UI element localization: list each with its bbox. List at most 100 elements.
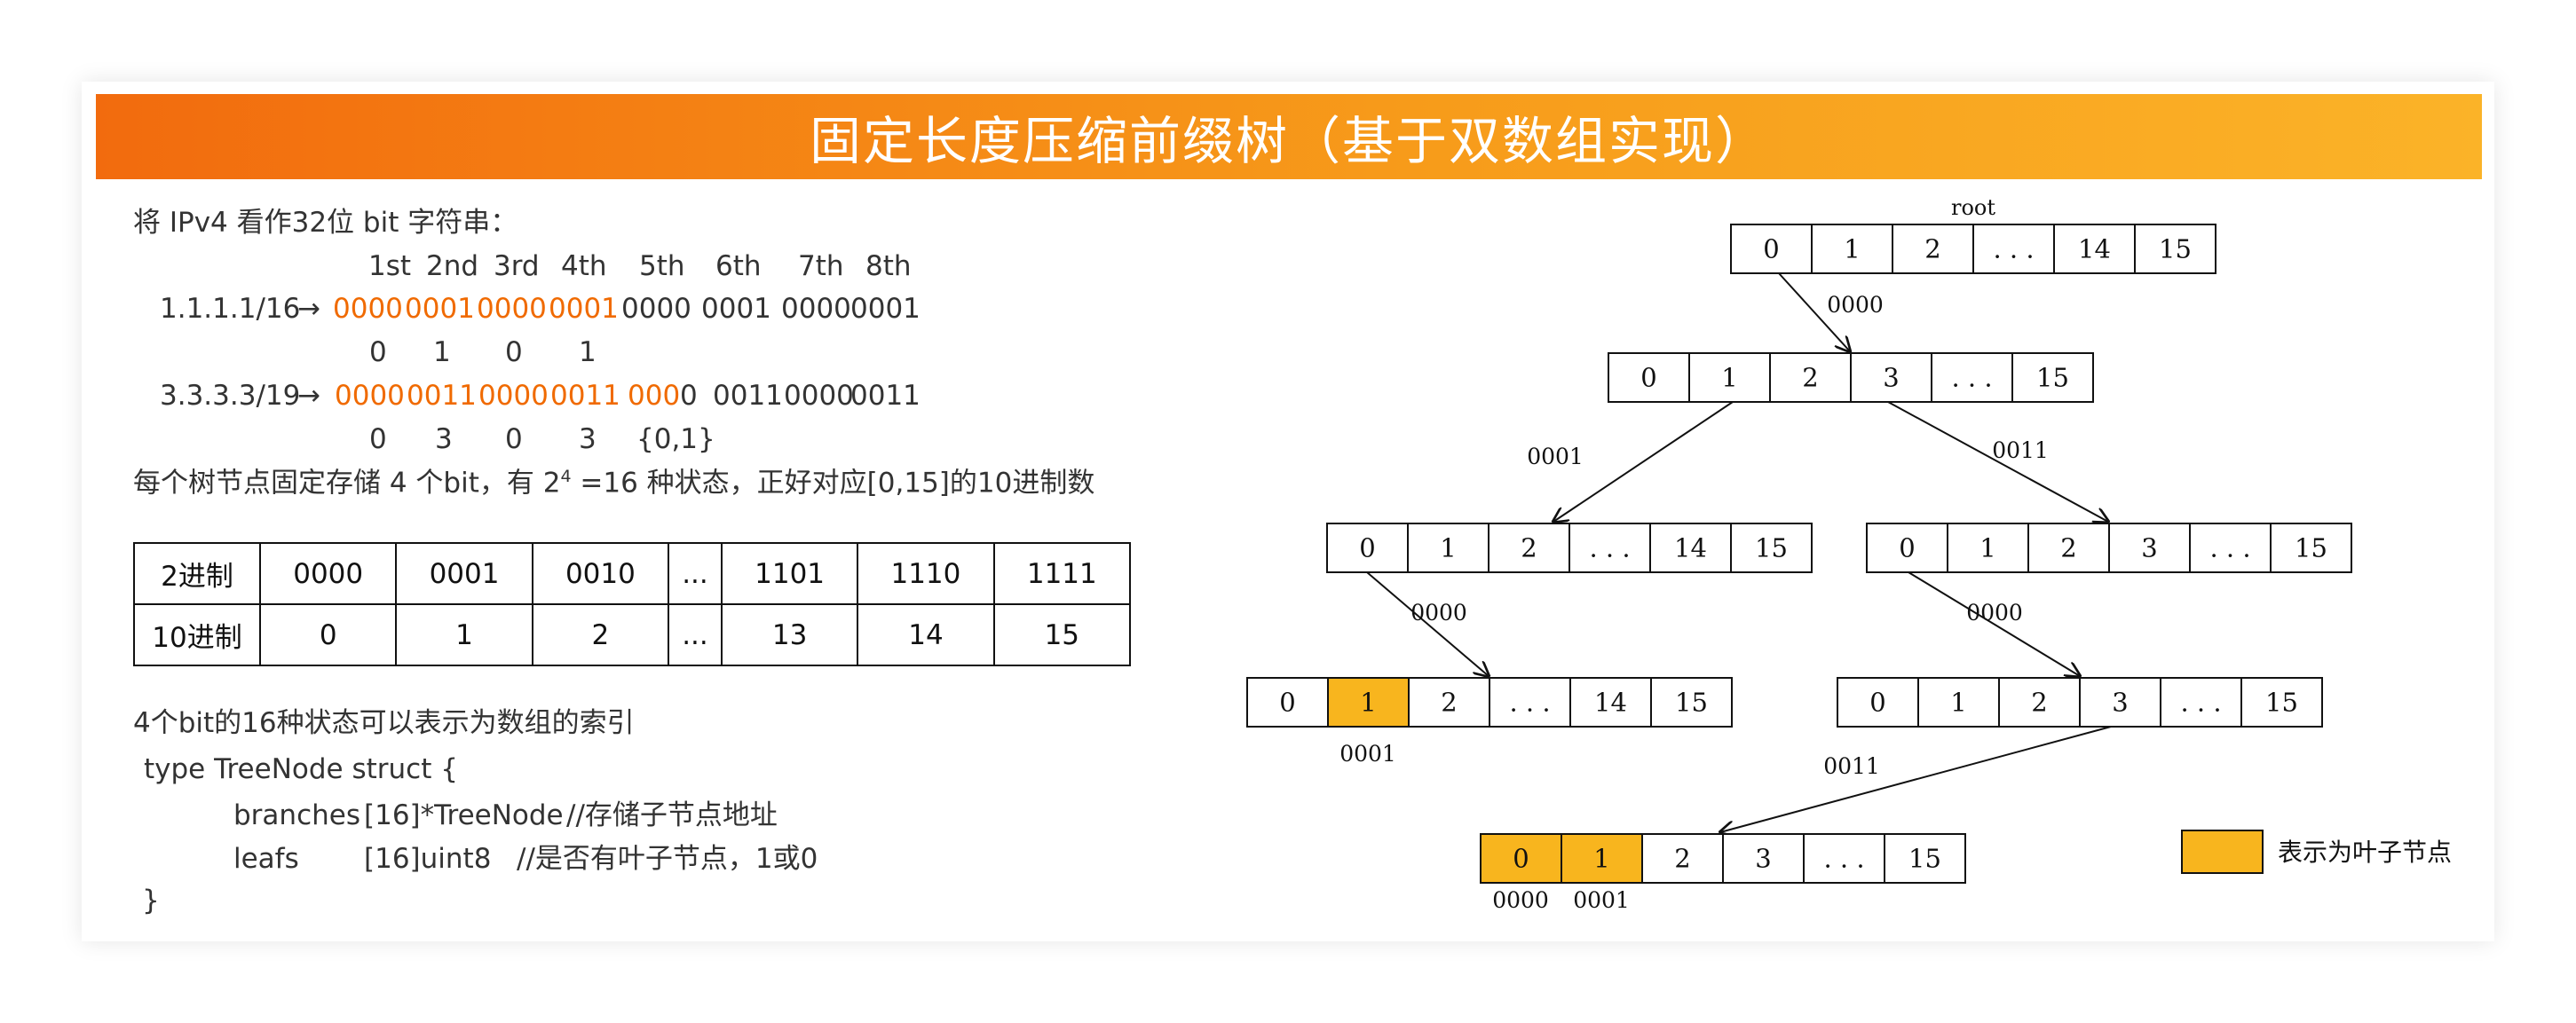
array-cell bbox=[1688, 352, 1771, 403]
edge-l2a_l3a bbox=[1366, 571, 1489, 676]
cell-label: 15 bbox=[1675, 688, 1708, 718]
cell-label: 1 bbox=[1844, 234, 1860, 264]
byte-header: 7th bbox=[798, 250, 844, 282]
page-title: 固定长度压缩前缀树（基于双数组实现） bbox=[96, 94, 2482, 179]
array-cell bbox=[1884, 833, 1966, 884]
cell-label: 2 bbox=[1802, 363, 1818, 393]
ip1-bits: 0000 bbox=[781, 293, 851, 325]
cell-label: 1 bbox=[1979, 533, 1995, 563]
code-type: [16]*TreeNode bbox=[364, 799, 564, 831]
ip1-bits: 0000 bbox=[621, 293, 691, 325]
array-cell bbox=[1972, 224, 2055, 274]
ip1-bits-highlight: 0001 bbox=[549, 293, 619, 325]
cell-label: . . . bbox=[2180, 688, 2221, 718]
edge-label: 0001 bbox=[1527, 444, 1584, 469]
cell-label: 2 bbox=[1674, 844, 1690, 874]
table-row: 2进制 0000 0001 0010 ... 1101 1110 1111 bbox=[133, 542, 1132, 605]
array-cell bbox=[1931, 352, 2013, 403]
cell-label: 3 bbox=[2112, 688, 2128, 718]
ip1-index: 0 bbox=[369, 336, 387, 368]
table-cell: 0001 bbox=[395, 542, 533, 605]
cell-label: 14 bbox=[1594, 688, 1627, 718]
ip1-index: 0 bbox=[505, 336, 523, 368]
cell-label: 14 bbox=[2078, 234, 2111, 264]
byte-header: 2nd bbox=[426, 250, 479, 282]
edge-l2b_l3b bbox=[1908, 571, 2080, 676]
binary-decimal-table: 2进制 0000 0001 0010 ... 1101 1110 1111 10… bbox=[133, 542, 1132, 666]
ip1-bits-highlight: 0000 bbox=[333, 293, 403, 325]
cell-label: 0 bbox=[1279, 688, 1295, 718]
edge-label: 0000 bbox=[1410, 600, 1467, 626]
array-cell bbox=[1608, 352, 1690, 403]
leaf-path-label: 0000 bbox=[1492, 887, 1549, 913]
arrow-icon: → bbox=[297, 293, 320, 325]
leaf-path-label: 0001 bbox=[1573, 887, 1630, 913]
edge-label: 0000 bbox=[1827, 292, 1884, 318]
table-cell: ... bbox=[668, 542, 723, 605]
code-line: } bbox=[142, 885, 160, 917]
ip2-bits: 0011 bbox=[713, 380, 783, 412]
cell-label: 1 bbox=[1360, 688, 1376, 718]
node-note: 每个树节点固定存储 4 个bit，有 24 =16 种状态，正好对应[0,15]… bbox=[133, 467, 1095, 500]
row-label: 2进制 bbox=[133, 542, 261, 605]
ip1-index: 1 bbox=[433, 336, 451, 368]
leaf-path-label: 0001 bbox=[1339, 741, 1396, 767]
ip2-bits: 0000 bbox=[784, 380, 854, 412]
array-cell bbox=[1947, 523, 2029, 573]
cell-label: 15 bbox=[2265, 688, 2298, 718]
array-cell bbox=[1837, 677, 1919, 728]
array-cell bbox=[1569, 677, 1652, 728]
ip1-label: 1.1.1.1/16 bbox=[160, 293, 301, 325]
ip2-bits-highlight: 0000 bbox=[478, 380, 549, 412]
table-cell: 14 bbox=[857, 603, 995, 666]
table-cell: 0000 bbox=[258, 542, 398, 605]
cell-label: 15 bbox=[2159, 234, 2192, 264]
array-cell bbox=[1722, 833, 1805, 884]
array-cell bbox=[1850, 352, 1932, 403]
byte-header: 8th bbox=[865, 250, 912, 282]
array-cell bbox=[2240, 677, 2323, 728]
array-cell bbox=[1730, 224, 1813, 274]
cell-label: 0 bbox=[1763, 234, 1779, 264]
array-cell bbox=[1641, 833, 1724, 884]
leaf-cell bbox=[1327, 677, 1410, 728]
superscript: 4 bbox=[560, 467, 572, 486]
ip2-label: 3.3.3.3/19 bbox=[160, 380, 301, 412]
edge-l1_l2a bbox=[1553, 401, 1734, 522]
array-cell bbox=[1407, 523, 1489, 573]
array-cell bbox=[2011, 352, 2094, 403]
cell-label: 3 bbox=[1883, 363, 1899, 393]
cell-label: 1 bbox=[1721, 363, 1737, 393]
cell-label: . . . bbox=[1951, 363, 1992, 393]
array-cell bbox=[2134, 224, 2216, 274]
ip1-bits: 0001 bbox=[850, 293, 921, 325]
arrow-icon: → bbox=[297, 380, 320, 412]
cell-label: 0 bbox=[1513, 844, 1529, 874]
cell-label: 0 bbox=[1869, 688, 1885, 718]
array-cell bbox=[1650, 677, 1733, 728]
cell-label: 0 bbox=[1899, 533, 1915, 563]
leaf-cell bbox=[1480, 833, 1562, 884]
array-cell bbox=[2160, 677, 2242, 728]
array-cell bbox=[1866, 523, 1948, 573]
row-label: 10进制 bbox=[133, 603, 261, 666]
cell-label: 1 bbox=[1950, 688, 1966, 718]
ip2-bits-highlight: 0011 bbox=[550, 380, 620, 412]
ip2-bits: 0011 bbox=[850, 380, 921, 412]
table-cell: 0010 bbox=[531, 542, 670, 605]
array-cell bbox=[1326, 523, 1409, 573]
ip2-bits-highlight: 0000 bbox=[335, 380, 405, 412]
table-cell: 0 bbox=[258, 603, 398, 666]
table-row: 10进制 0 1 2 ... 13 14 15 bbox=[133, 603, 1132, 666]
cell-label: . . . bbox=[1509, 688, 1550, 718]
cell-label: 2 bbox=[1924, 234, 1940, 264]
byte-header: 3rd bbox=[494, 250, 540, 282]
byte-header: 5th bbox=[639, 250, 685, 282]
array-cell bbox=[1730, 523, 1813, 573]
code-type: [16]uint8 bbox=[364, 843, 492, 875]
array-cell bbox=[2189, 523, 2272, 573]
edge-root_l1 bbox=[1778, 272, 1850, 351]
